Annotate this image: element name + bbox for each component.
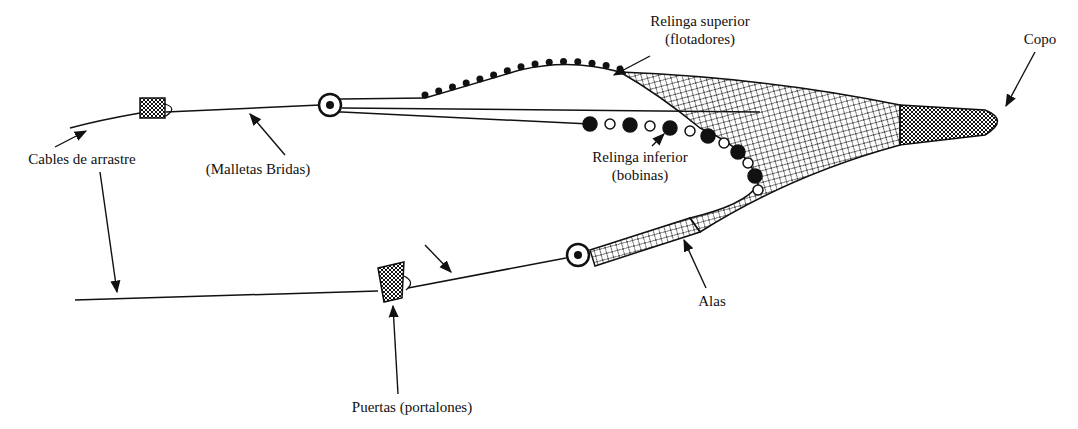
leader-arrows (55, 52, 1035, 394)
bobbin (605, 119, 615, 129)
part-label: Alas (682, 292, 742, 310)
bridle-ball (319, 94, 341, 116)
bobbin (731, 145, 745, 159)
bobbin (623, 118, 637, 132)
bobbin (701, 129, 715, 143)
part-label: Puertas (portalones) (325, 398, 500, 416)
bobbin (719, 138, 729, 148)
lower-door (378, 262, 404, 302)
float (490, 71, 497, 78)
float (422, 92, 429, 99)
float (532, 60, 539, 67)
float (574, 58, 581, 65)
part-label: Copo (1015, 30, 1065, 48)
float (504, 67, 511, 74)
bobbin (583, 117, 597, 131)
float (463, 79, 470, 86)
cables (70, 98, 760, 300)
part-label: Relinga inferior (bobinas) (578, 148, 703, 184)
float (476, 75, 483, 82)
float (560, 58, 567, 65)
net-wing (590, 218, 700, 266)
float (589, 60, 596, 67)
bobbin (743, 158, 753, 168)
floats (422, 58, 624, 99)
bobbin (663, 121, 677, 135)
float (546, 59, 553, 66)
bobbin (685, 126, 695, 136)
bobbin (645, 121, 655, 131)
float (603, 62, 610, 69)
float (435, 88, 442, 95)
part-label: Relinga superior (flotadores) (638, 12, 763, 48)
float (518, 63, 525, 70)
upper-door (140, 98, 165, 118)
part-label: Cables de arrastre (7, 150, 157, 168)
bobbin (753, 185, 763, 195)
bobbin (748, 169, 762, 183)
float (449, 84, 456, 91)
bridle-ball (567, 244, 589, 266)
part-label: (Malletas Bridas) (183, 160, 333, 178)
cod-end (900, 105, 998, 145)
